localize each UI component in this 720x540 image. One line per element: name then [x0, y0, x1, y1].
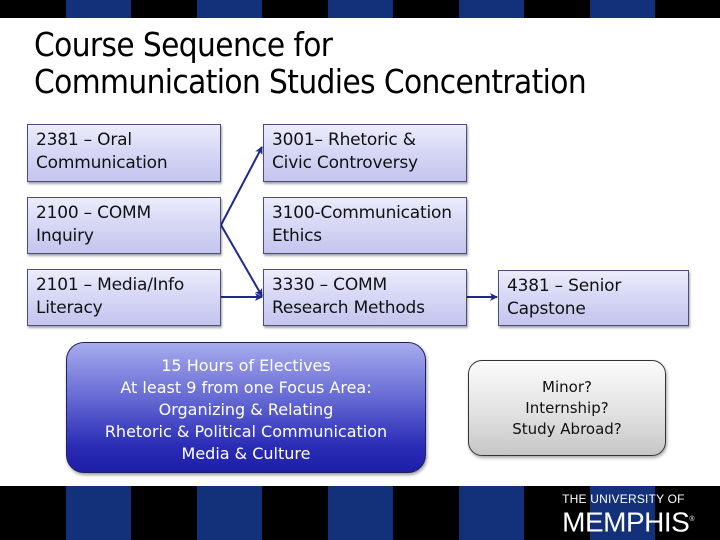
- bottom-stripe-bar: [0, 486, 720, 540]
- logo-wordmark: MEMPHIS: [562, 506, 690, 538]
- slide-title: Course Sequence for Communication Studie…: [34, 26, 704, 100]
- course-line-2: Research Methods: [272, 298, 425, 318]
- options-line: Minor?: [542, 378, 592, 396]
- course-line-1: 2101 – Media/Info: [36, 275, 185, 295]
- course-box-2100: 2100 – COMM Inquiry: [27, 197, 221, 254]
- stripe-block: [197, 0, 262, 18]
- electives-line: Media & Culture: [181, 444, 311, 463]
- stripe-block: [66, 0, 131, 18]
- course-line-2: Literacy: [36, 298, 103, 318]
- electives-line: 15 Hours of Electives: [161, 356, 331, 375]
- stripe-block: [459, 0, 524, 18]
- course-box-2381: 2381 – Oral Communication: [27, 124, 221, 182]
- logo-line-1: THE UNIVERSITY OF: [562, 492, 685, 506]
- electives-box: 15 Hours of Electives At least 9 from on…: [66, 342, 426, 473]
- course-line-2: Inquiry: [36, 226, 94, 246]
- course-box-3330: 3330 – COMM Research Methods: [263, 269, 467, 326]
- electives-line: Organizing & Relating: [158, 400, 334, 419]
- course-line-1: 2381 – Oral: [36, 130, 132, 150]
- stripe-block: [66, 486, 131, 540]
- stripe-block: [590, 486, 655, 540]
- options-line: Internship?: [525, 399, 609, 417]
- stripe-block: [328, 486, 393, 540]
- course-line-1: 3001– Rhetoric &: [272, 130, 416, 150]
- electives-line: Rhetoric & Political Communication: [104, 422, 388, 441]
- course-line-1: 3100-Communication: [272, 203, 452, 223]
- top-stripe-bar: [0, 0, 720, 18]
- course-box-4381: 4381 – Senior Capstone: [498, 270, 689, 326]
- course-line-1: 4381 – Senior: [507, 276, 622, 296]
- arrow-inquiry-to-rhetoric: [220, 146, 263, 226]
- stripe-block: [328, 0, 393, 18]
- arrow-inquiry-to-research: [220, 224, 263, 297]
- university-logo: THE UNIVERSITY OF MEMPHIS®: [562, 493, 694, 536]
- stripe-block: [590, 0, 655, 18]
- electives-line: At least 9 from one Focus Area:: [120, 378, 372, 397]
- course-box-3001: 3001– Rhetoric & Civic Controversy: [263, 124, 467, 182]
- course-box-2101: 2101 – Media/Info Literacy: [27, 269, 221, 326]
- title-line-1: Course Sequence for: [34, 25, 333, 64]
- stripe-block: [459, 486, 524, 540]
- course-line-1: 3330 – COMM: [272, 275, 387, 295]
- course-line-2: Civic Controversy: [272, 153, 418, 173]
- options-line: Study Abroad?: [512, 420, 622, 438]
- logo-line-2: MEMPHIS®: [562, 506, 694, 536]
- title-line-2: Communication Studies Concentration: [34, 62, 587, 101]
- course-line-1: 2100 – COMM: [36, 203, 151, 223]
- stripe-block: [197, 486, 262, 540]
- course-line-2: Capstone: [507, 299, 586, 319]
- course-line-2: Ethics: [272, 226, 322, 246]
- course-line-2: Communication: [36, 153, 168, 173]
- registered-mark: ®: [689, 516, 694, 523]
- options-box: Minor? Internship? Study Abroad?: [468, 360, 666, 456]
- course-box-3100: 3100-Communication Ethics: [263, 197, 467, 254]
